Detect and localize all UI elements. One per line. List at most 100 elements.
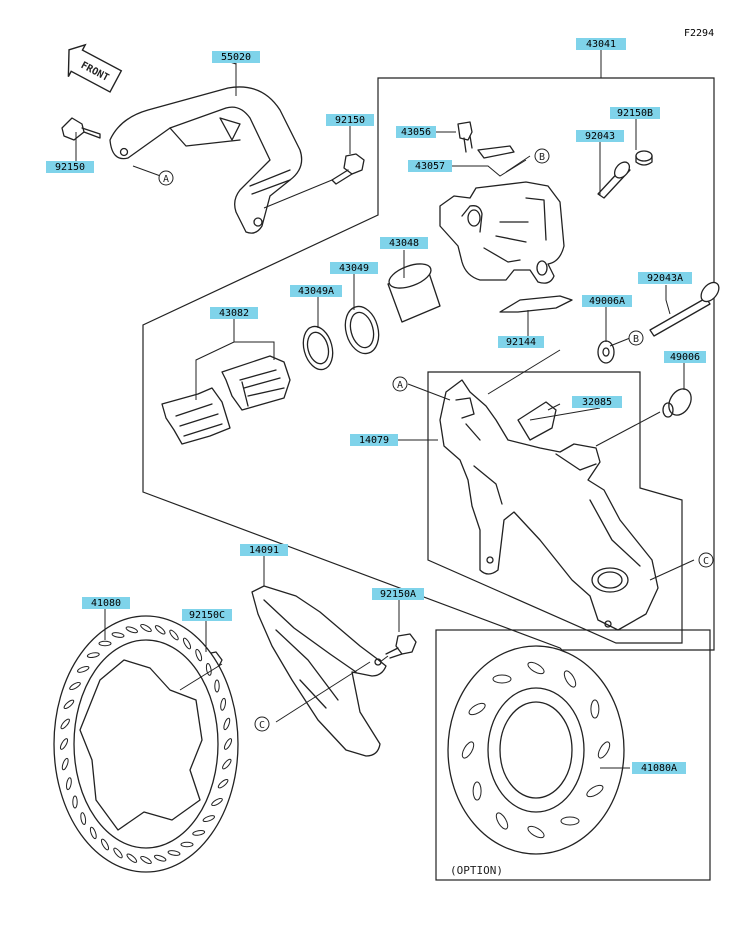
label-55020[interactable]: 55020 xyxy=(212,51,260,63)
label-14091[interactable]: 14091 xyxy=(240,544,288,556)
bracket-subbox xyxy=(427,371,683,644)
callout-b1-text: B xyxy=(539,152,545,163)
rotor-slot xyxy=(154,854,167,862)
callout-b2-text: B xyxy=(633,334,639,345)
callout-a2: A xyxy=(392,376,408,392)
rotor-slot xyxy=(77,665,90,673)
rotor-slot xyxy=(126,853,138,863)
label-92043A[interactable]: 92043A xyxy=(638,272,692,284)
rotor-slot xyxy=(69,681,81,691)
part-number-labels: 55020 92150 92150 43041 43056 43057 9215… xyxy=(46,38,706,774)
rotor-slot xyxy=(125,626,138,634)
label-43041[interactable]: 43041 xyxy=(576,38,626,50)
svg-text:55020: 55020 xyxy=(221,52,251,63)
label-92150-mid[interactable]: 92150 xyxy=(326,114,374,126)
rotor-slot xyxy=(111,632,125,638)
rotor-slot xyxy=(472,781,482,801)
part-43049A-seal xyxy=(302,325,334,371)
label-92150C[interactable]: 92150C xyxy=(182,609,232,621)
svg-text:92150C: 92150C xyxy=(189,610,225,621)
part-92150-bolt-left xyxy=(61,117,101,141)
rotor-slot xyxy=(140,623,152,633)
rotor-slot xyxy=(98,640,112,647)
rotor-slot xyxy=(65,777,72,791)
callout-a2-text: A xyxy=(397,380,403,391)
rotor-slot xyxy=(89,826,97,840)
rotor-slot xyxy=(72,795,78,809)
rotor-slot xyxy=(586,784,604,798)
svg-text:49006: 49006 xyxy=(670,352,700,363)
part-caliper-body xyxy=(439,181,565,284)
label-49006A[interactable]: 49006A xyxy=(582,295,632,307)
part-14091-guard xyxy=(251,585,387,757)
part-41080A-rotor xyxy=(447,645,625,855)
part-32085-plate xyxy=(517,401,557,441)
rotor-slot xyxy=(223,717,231,731)
caliper-assembly-outline xyxy=(142,77,715,651)
label-41080[interactable]: 41080 xyxy=(82,597,130,609)
front-arrow-icon: FRONT xyxy=(67,43,123,93)
leader-lines xyxy=(75,48,695,769)
callout-c1: C xyxy=(698,552,714,568)
rotor-slot xyxy=(195,648,203,662)
rotor-slot xyxy=(217,778,229,789)
label-43057[interactable]: 43057 xyxy=(408,160,452,172)
svg-text:43049A: 43049A xyxy=(298,286,334,297)
label-43049A[interactable]: 43049A xyxy=(290,285,342,297)
figure-code: F2294 xyxy=(684,28,714,39)
rotor-slot xyxy=(560,816,580,826)
rotor-slot xyxy=(113,847,123,859)
part-92150A-bolt xyxy=(385,633,417,659)
label-14079[interactable]: 14079 xyxy=(350,434,398,446)
rotor-slot xyxy=(222,758,232,770)
rotor-slot xyxy=(80,812,87,826)
part-92043-pin xyxy=(597,161,631,199)
part-41080-rotor xyxy=(53,615,239,873)
svg-text:43057: 43057 xyxy=(415,161,445,172)
label-43082[interactable]: 43082 xyxy=(210,307,258,319)
svg-text:41080A: 41080A xyxy=(641,763,677,774)
svg-text:14079: 14079 xyxy=(359,435,389,446)
label-41080A[interactable]: 41080A xyxy=(632,762,686,774)
svg-text:43048: 43048 xyxy=(389,238,419,249)
part-43049-seal xyxy=(344,305,380,355)
rotor-slot xyxy=(492,674,512,684)
svg-text:14091: 14091 xyxy=(249,545,279,556)
rotor-slot xyxy=(59,738,69,750)
label-92150-left[interactable]: 92150 xyxy=(46,161,94,173)
svg-text:32085: 32085 xyxy=(582,397,612,408)
svg-text:92043A: 92043A xyxy=(647,273,683,284)
svg-text:92150: 92150 xyxy=(335,115,365,126)
label-92043[interactable]: 92043 xyxy=(576,130,624,142)
part-14079-bracket xyxy=(439,379,659,631)
rotor-slot xyxy=(220,697,227,711)
part-92150-bolt-mid xyxy=(331,153,365,185)
label-43049[interactable]: 43049 xyxy=(330,262,378,274)
part-92043A-pin xyxy=(649,281,720,337)
svg-text:43056: 43056 xyxy=(401,127,431,138)
label-43048[interactable]: 43048 xyxy=(380,237,428,249)
rotor-slot xyxy=(154,625,166,635)
svg-text:92144: 92144 xyxy=(506,337,536,348)
rotor-slot xyxy=(590,699,600,719)
label-49006[interactable]: 49006 xyxy=(664,351,706,363)
svg-text:49006A: 49006A xyxy=(589,296,625,307)
callout-c1-text: C xyxy=(703,556,709,567)
rotor-slot xyxy=(167,850,181,856)
rotor-slot xyxy=(214,679,220,693)
rotor-slot xyxy=(461,741,475,759)
label-43056[interactable]: 43056 xyxy=(396,126,436,138)
callout-b1: B xyxy=(534,148,550,164)
label-92150A[interactable]: 92150A xyxy=(372,588,424,600)
callout-c2: C xyxy=(254,716,270,732)
part-43082-pads xyxy=(161,355,291,445)
label-32085[interactable]: 32085 xyxy=(572,396,622,408)
label-92150B[interactable]: 92150B xyxy=(610,107,660,119)
part-92144-spring xyxy=(499,295,573,313)
callout-b2: B xyxy=(628,330,644,346)
label-92144[interactable]: 92144 xyxy=(498,336,544,348)
part-49006-boot xyxy=(662,388,692,418)
svg-text:43049: 43049 xyxy=(339,263,369,274)
svg-text:92150B: 92150B xyxy=(617,108,653,119)
svg-text:92043: 92043 xyxy=(585,131,615,142)
